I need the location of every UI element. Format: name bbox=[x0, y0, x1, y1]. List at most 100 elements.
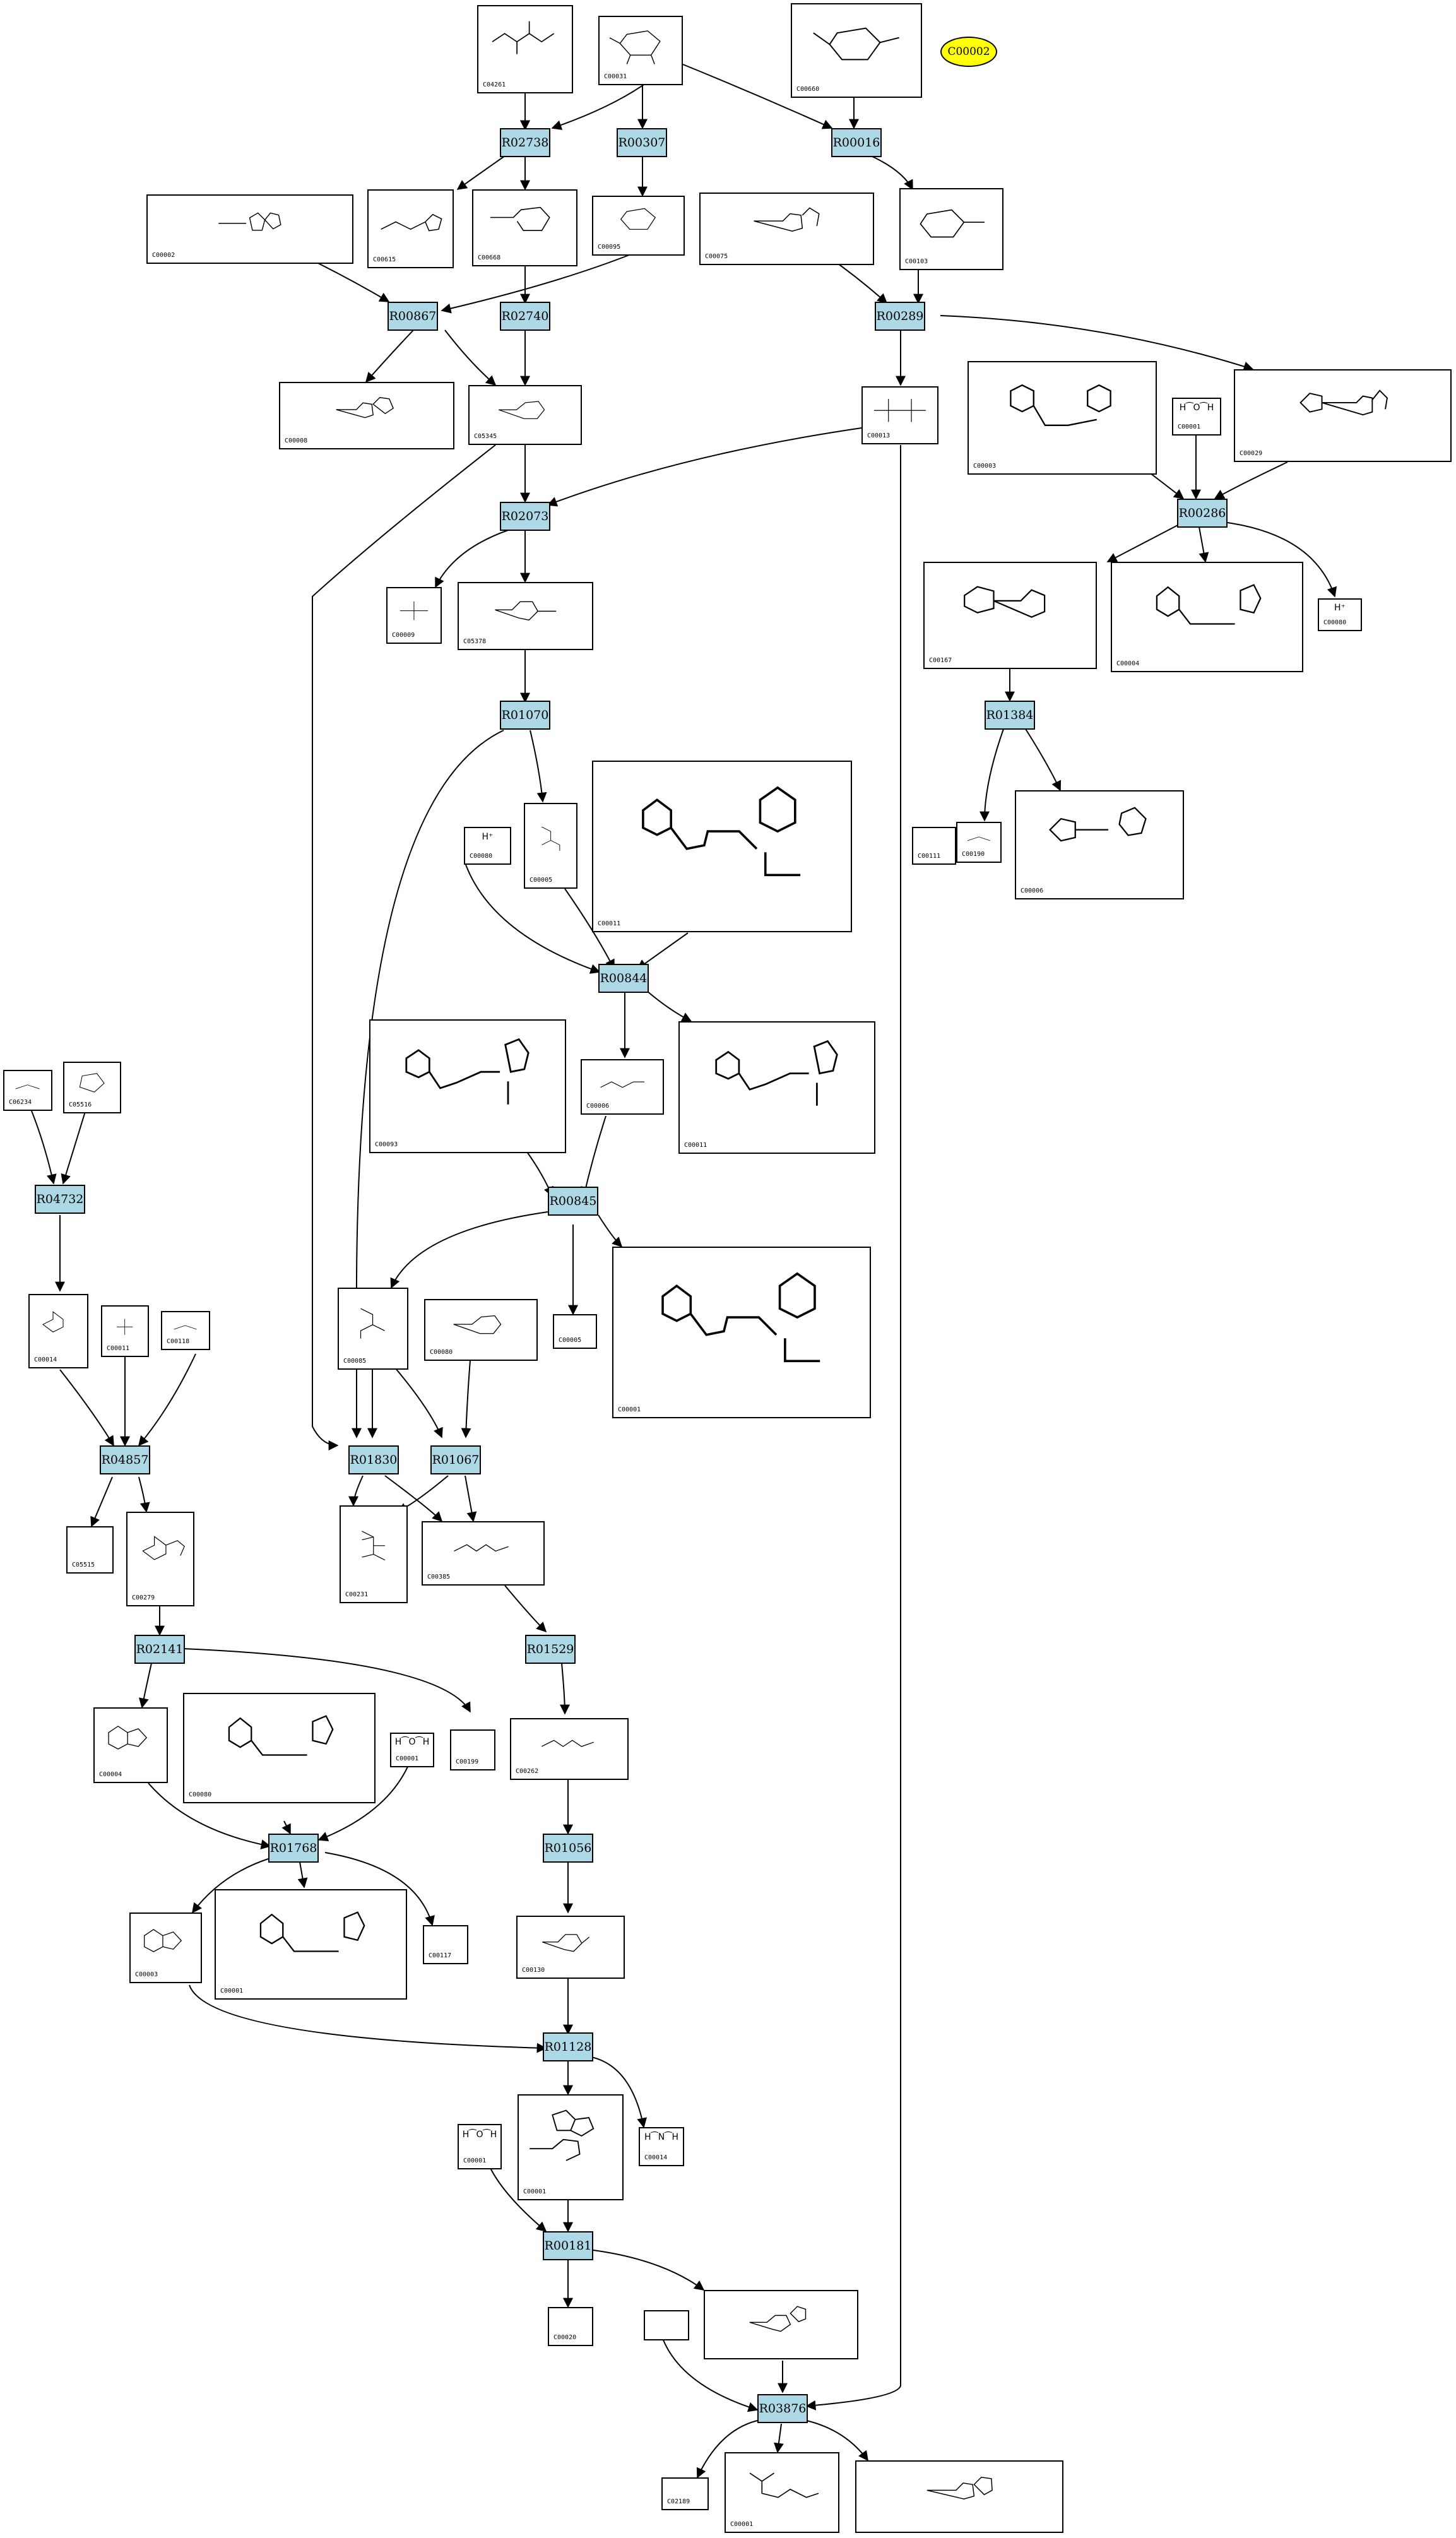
compound-node[interactable]: C00004 bbox=[1111, 562, 1303, 672]
reaction-node[interactable]: R01768 bbox=[268, 1834, 319, 1863]
compound-id-label: C00013 bbox=[867, 432, 891, 439]
compound-node[interactable]: H⁺ C00080 bbox=[1318, 598, 1362, 631]
edge bbox=[1214, 461, 1288, 499]
compound-node[interactable]: C00001 bbox=[725, 2452, 839, 2533]
compound-node[interactable]: C00660 bbox=[791, 3, 922, 98]
molecule-structure-icon bbox=[142, 1535, 186, 1560]
compound-id-label: C00080 bbox=[470, 853, 493, 860]
reaction-node[interactable]: R03876 bbox=[757, 2394, 808, 2423]
compound-node[interactable]: C00262 bbox=[510, 1718, 629, 1780]
compound-node[interactable]: C00118 bbox=[161, 1311, 210, 1350]
compound-node[interactable]: C06234 bbox=[3, 1070, 52, 1111]
edge bbox=[281, 1820, 291, 1835]
compound-node[interactable]: C05345 bbox=[468, 385, 582, 445]
compound-node[interactable]: C04261 bbox=[477, 5, 573, 93]
molecule-structure-icon bbox=[813, 27, 900, 60]
compound-node[interactable]: C00008 bbox=[279, 382, 454, 449]
compound-node[interactable]: C00005 bbox=[524, 803, 577, 889]
compound-node[interactable]: C00002 bbox=[146, 194, 353, 264]
reaction-node[interactable]: R01067 bbox=[430, 1445, 481, 1474]
reaction-node[interactable]: R02073 bbox=[500, 502, 550, 531]
compound-node[interactable]: C00029 bbox=[1234, 369, 1452, 462]
reaction-node[interactable]: R01529 bbox=[525, 1635, 576, 1664]
reaction-node[interactable]: R01056 bbox=[543, 1834, 593, 1863]
reaction-node[interactable]: R00867 bbox=[388, 302, 438, 331]
reaction-node[interactable]: R01128 bbox=[543, 2032, 593, 2061]
reaction-node[interactable]: R00286 bbox=[1177, 499, 1228, 528]
molecule-structure-icon bbox=[143, 1928, 182, 1952]
reaction-node[interactable]: R02141 bbox=[134, 1635, 185, 1664]
compound-node[interactable]: C00011 bbox=[101, 1305, 149, 1357]
reaction-node[interactable]: R01384 bbox=[985, 701, 1035, 730]
compound-node[interactable]: C00001 bbox=[612, 1247, 871, 1418]
compound-node[interactable]: C00011 bbox=[592, 761, 852, 932]
reaction-node[interactable]: R00845 bbox=[548, 1187, 598, 1216]
compound-node[interactable]: C00001 bbox=[215, 1889, 407, 2000]
compound-node[interactable]: C00006 bbox=[1015, 790, 1184, 899]
compound-node[interactable]: C00615 bbox=[367, 189, 454, 268]
compound-node[interactable]: C00093 bbox=[369, 1019, 566, 1153]
compound-node[interactable]: C00103 bbox=[899, 188, 1003, 270]
reaction-node[interactable]: R04857 bbox=[100, 1445, 150, 1474]
compound-node[interactable]: C00014 bbox=[28, 1294, 88, 1368]
compound-node[interactable]: C00005 bbox=[553, 1314, 597, 1349]
edge bbox=[348, 1475, 364, 1507]
compound-node[interactable]: C00080 bbox=[424, 1299, 538, 1361]
compound-node[interactable]: C00095 bbox=[592, 196, 685, 256]
reaction-node[interactable]: R00181 bbox=[543, 2231, 593, 2260]
compound-node[interactable]: C00085 bbox=[338, 1288, 408, 1370]
compound-node[interactable] bbox=[855, 2460, 1063, 2533]
compound-node[interactable]: C00080 bbox=[183, 1693, 376, 1803]
compound-node[interactable]: H⁺ C00080 bbox=[464, 827, 511, 865]
compound-node[interactable]: C00001 bbox=[518, 2094, 624, 2200]
molecule-structure-icon bbox=[494, 602, 556, 621]
compound-node[interactable]: C00011 bbox=[678, 1021, 875, 1154]
reaction-node[interactable]: R02738 bbox=[500, 128, 550, 157]
compound-node[interactable]: H⁀O⁀H C00001 bbox=[458, 2124, 502, 2169]
legend-compound-ellipse[interactable]: C00002 bbox=[940, 37, 997, 67]
compound-node[interactable]: H⁀N⁀H C00014 bbox=[639, 2127, 684, 2166]
compound-node[interactable]: C00111 bbox=[912, 827, 956, 865]
compound-node[interactable]: C00130 bbox=[516, 1916, 625, 1979]
compound-node[interactable]: C00006 bbox=[581, 1059, 664, 1115]
molecule-structure-icon bbox=[490, 206, 550, 231]
reaction-node[interactable]: R00844 bbox=[598, 964, 649, 993]
compound-node[interactable]: C05378 bbox=[458, 582, 593, 650]
reaction-node[interactable]: R00016 bbox=[831, 128, 882, 157]
compound-node[interactable]: C00003 bbox=[129, 1912, 202, 1983]
compound-node[interactable]: C00117 bbox=[423, 1925, 468, 1964]
compound-node[interactable] bbox=[644, 2310, 689, 2340]
compound-node[interactable]: C00031 bbox=[598, 16, 683, 85]
compound-node[interactable]: C00279 bbox=[126, 1512, 194, 1606]
compound-node[interactable]: C00009 bbox=[386, 587, 442, 644]
reaction-node[interactable]: R04732 bbox=[35, 1185, 85, 1214]
compound-node[interactable]: C05516 bbox=[63, 1062, 121, 1113]
compound-node[interactable]: C00199 bbox=[450, 1729, 495, 1770]
compound-node[interactable]: C00004 bbox=[93, 1707, 168, 1783]
compound-node[interactable]: C00385 bbox=[422, 1521, 545, 1586]
compound-id-label: C00008 bbox=[285, 437, 308, 444]
compound-node[interactable]: C00231 bbox=[340, 1505, 408, 1603]
compound-id-label: C00005 bbox=[559, 1337, 582, 1344]
compound-node[interactable]: C00013 bbox=[861, 386, 938, 444]
compound-node[interactable]: C00668 bbox=[472, 189, 577, 266]
reaction-node[interactable]: R02740 bbox=[500, 302, 550, 331]
compound-node[interactable]: C02189 bbox=[661, 2477, 709, 2510]
reaction-node[interactable]: R01070 bbox=[500, 701, 550, 730]
compound-node[interactable]: C00020 bbox=[548, 2307, 593, 2346]
compound-id-label: C00004 bbox=[1116, 660, 1140, 667]
compound-node[interactable]: C00003 bbox=[968, 361, 1157, 475]
reaction-node[interactable]: R00307 bbox=[617, 128, 667, 157]
compound-node[interactable]: C05515 bbox=[66, 1526, 114, 1574]
compound-id-label: C00031 bbox=[604, 73, 627, 80]
compound-node[interactable]: H⁀O⁀H C00001 bbox=[390, 1733, 434, 1767]
reaction-node[interactable]: R00289 bbox=[875, 302, 925, 331]
compound-node[interactable] bbox=[704, 2290, 858, 2359]
compound-node[interactable]: C00190 bbox=[956, 822, 1002, 863]
compound-id-label: C00231 bbox=[345, 1591, 369, 1598]
compound-node[interactable]: C00167 bbox=[923, 562, 1097, 669]
reaction-node[interactable]: R01830 bbox=[348, 1445, 399, 1474]
edge bbox=[352, 730, 504, 1438]
compound-node[interactable]: H⁀O⁀H C00001 bbox=[1172, 398, 1221, 436]
compound-node[interactable]: C00075 bbox=[699, 193, 874, 265]
